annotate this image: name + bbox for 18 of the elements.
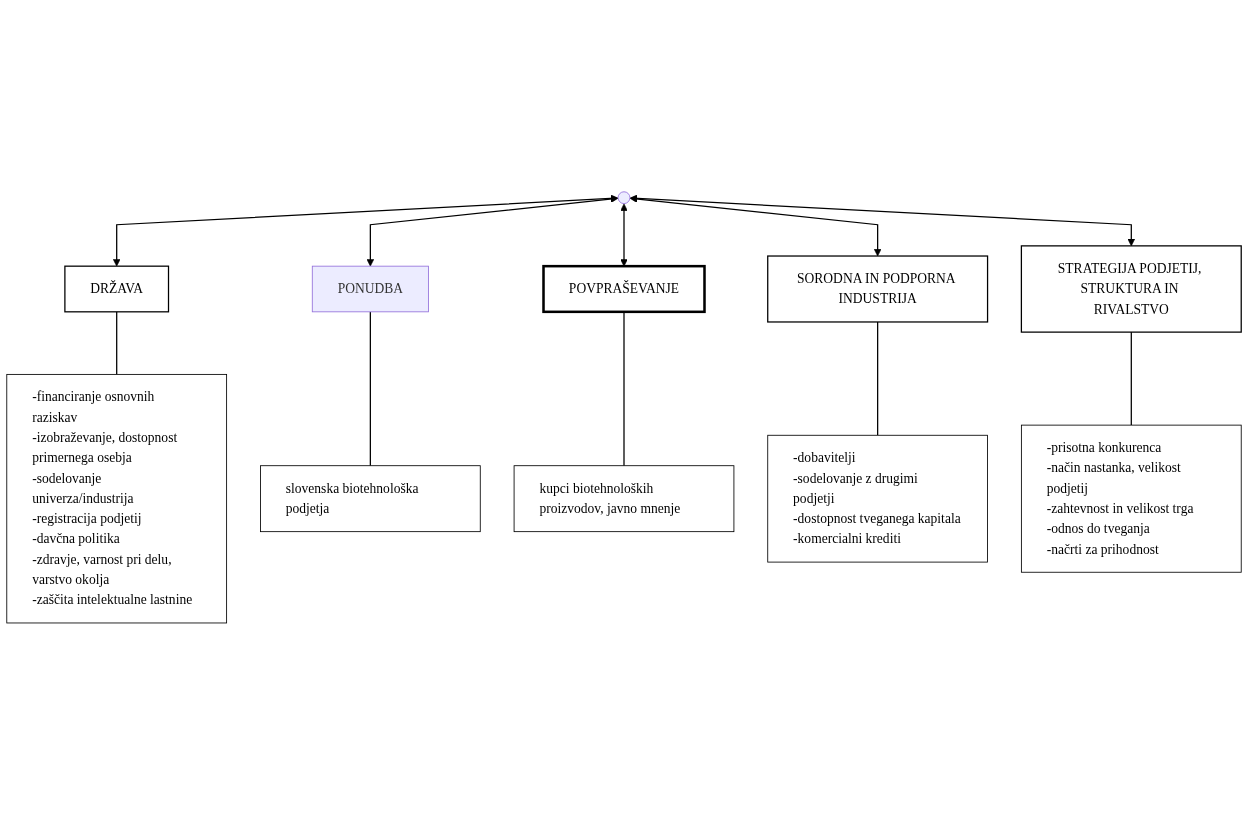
connector [1130,331,1132,426]
node-box: kupci biotehnoloških proizvodov, javno mnenje [513,464,735,532]
arrow [629,194,1135,246]
connector [116,310,118,375]
node-box: PONUDBA [311,265,429,312]
connector [369,310,371,466]
node-box: -dobavitelji -sodelovanje z drugimi podjetji -dostopnost tveganega kapitala -komercialni krediti [767,434,988,563]
arrow [113,194,619,267]
arrow [366,195,619,267]
node-box: -prisotna konkurenca -način nastanka, velikost podjetij -zahtevnost in velikost trga -odnos do tveganja -načrti za prihodnost [1020,424,1242,573]
node-point [617,190,631,204]
node-box: POVPRAŠEVANJE [542,264,706,313]
node-box: SORODNA IN PODPORNA INDUSTRIJA [767,255,989,323]
node-box: STRATEGIJA PODJETIJ, STRUKTURA IN RIVALSTVO [1020,244,1242,333]
connector [877,320,879,436]
node-box: -financiranje osnovnih raziskav -izobraževanje, dostopnost primernega osebja -sodelovanje univerza/industrija -registracija podjetij -davčna politika -zdravje, varnost pri delu, varstvo okolja -zaščita intelektualne lastnine [6,373,228,624]
node-box: DRŽAVA [64,265,170,313]
node-box: slovenska biotehnološka podjetja [260,464,481,532]
